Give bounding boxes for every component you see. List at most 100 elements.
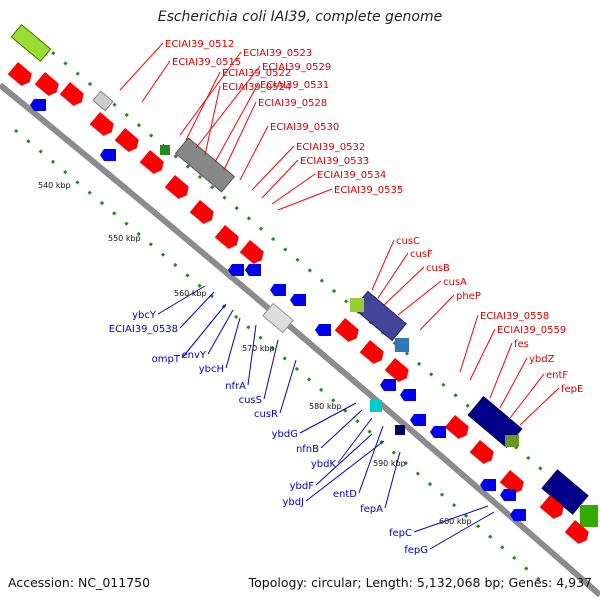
forward-gene-leader-line [141, 60, 171, 103]
reverse-gene-label: ybcH [199, 364, 224, 375]
reverse-gene-label: ompT [152, 354, 181, 365]
forward-gene-arrow [189, 200, 214, 224]
tick-label: 570 kbp [242, 344, 275, 353]
reverse-gene-arrow [245, 264, 261, 276]
forward-gene-arrow [469, 440, 494, 464]
forward-gene-label: ECIAI39_0529 [262, 62, 331, 73]
forward-gene-arrow [139, 150, 164, 174]
forward-gene-arrow [59, 82, 84, 106]
reverse-gene-label: ybdG [272, 429, 298, 440]
forward-gene-arrow [114, 128, 139, 152]
reverse-gene-leader-line [299, 402, 357, 434]
forward-gene-leader-line [119, 42, 164, 91]
reverse-gene-leader-line [429, 511, 495, 550]
reverse-gene-arrow [480, 479, 496, 491]
tick-labels: 540 kbp 550 kbp 560 kbp 570 kbp 580 kbp … [38, 181, 472, 526]
forward-gene-label: cusA [443, 277, 467, 288]
forward-gene-leader-line [195, 65, 261, 149]
forward-gene-leader-line [519, 387, 560, 426]
forward-gene-arrow [384, 358, 409, 382]
forward-gene-leader-line [223, 101, 257, 171]
reverse-gene-leader-line [358, 425, 384, 494]
reverse-gene-label: fepG [404, 545, 428, 556]
tick-label: 560 kbp [174, 289, 207, 298]
forward-gene-labels: ECIAI39_0512ECIAI39_0515ECIAI39_0523ECIA… [119, 39, 583, 426]
forward-gene-arrow [7, 62, 32, 86]
reverse-gene-leader-line [263, 339, 279, 400]
reverse-gene-leader-line [384, 451, 401, 509]
reverse-gene-arrow [30, 99, 46, 111]
reverse-gene-label: ybdK [311, 459, 337, 470]
forward-gene-label: entF [546, 370, 568, 381]
reverse-gene-label: ECIAI39_0538 [109, 324, 178, 335]
forward-gene-label: ECIAI39_0528 [258, 98, 327, 109]
reverse-gene-arrows [30, 99, 526, 521]
forward-gene-arrow [334, 318, 359, 342]
forward-gene-leader-line [383, 266, 425, 306]
forward-gene-leader-line [489, 342, 513, 399]
forward-gene-leader-line [397, 280, 442, 316]
reverse-gene-leader-line [247, 324, 257, 386]
forward-gene-label: ECIAI39_0523 [243, 48, 312, 59]
reverse-gene-arrow [270, 284, 286, 296]
forward-gene-arrow [564, 520, 589, 544]
forward-gene-label: pheP [456, 291, 481, 302]
reverse-gene-arrow [228, 264, 244, 276]
reverse-gene-arrow [290, 294, 306, 306]
tick-label: 600 kbp [439, 517, 472, 526]
forward-gene-label: ECIAI39_0534 [317, 170, 386, 181]
forward-gene-leader-line [204, 85, 221, 156]
forward-gene-leader-line [251, 145, 295, 191]
forward-gene-label: ECIAI39_0532 [296, 142, 365, 153]
reverse-gene-label: fepA [360, 504, 383, 515]
forward-gene-label: ybdZ [529, 354, 555, 365]
forward-gene-leader-line [179, 51, 242, 136]
tick-label: 550 kbp [108, 234, 141, 243]
forward-gene-leader-line [377, 252, 409, 299]
forward-gene-label: fepE [561, 384, 583, 395]
forward-gene-leader-line [499, 357, 528, 409]
reverse-gene-label: ybdF [290, 481, 315, 492]
reverse-gene-leader-line [179, 291, 215, 329]
reverse-gene-label: envY [181, 350, 206, 361]
forward-gene-leader-line [271, 173, 316, 205]
forward-gene-label: ECIAI39_0515 [172, 57, 241, 68]
forward-gene-arrow [89, 112, 114, 136]
forward-gene-leader-line [185, 71, 221, 141]
reverse-gene-leader-line [413, 505, 489, 533]
reverse-gene-label: cusS [239, 395, 262, 406]
reverse-gene-label: cusR [254, 409, 278, 420]
forward-gene-leader-line [419, 294, 455, 331]
reverse-gene-label: nfnB [296, 444, 319, 455]
reverse-gene-leader-line [315, 433, 373, 486]
reverse-gene-label: ybdJ [282, 497, 304, 508]
forward-gene-leader-line [509, 373, 545, 419]
feature-blocks [10, 23, 598, 527]
reverse-gene-arrow [510, 509, 526, 521]
reverse-gene-arrow [410, 414, 426, 426]
forward-gene-leader-line [371, 239, 395, 291]
reverse-gene-label: entD [333, 489, 357, 500]
forward-gene-leader-line [214, 83, 259, 163]
reverse-gene-leader-line [181, 303, 227, 359]
reverse-gene-leader-line [337, 417, 373, 464]
reverse-gene-leader-line [279, 359, 297, 414]
topology-label: Topology: circular; Length: 5,132,068 bp… [248, 575, 592, 590]
reverse-gene-arrow [315, 324, 331, 336]
reverse-gene-leader-line [320, 409, 363, 449]
reverse-gene-leader-line [207, 309, 234, 355]
forward-gene-arrow [239, 240, 264, 264]
forward-gene-label: cusB [426, 263, 450, 274]
forward-gene-arrow [444, 415, 469, 439]
forward-gene-arrows [7, 62, 589, 544]
reverse-gene-label: nfrA [225, 381, 246, 392]
forward-gene-leader-line [469, 328, 496, 381]
forward-gene-leader-line [459, 314, 479, 373]
forward-gene-leader-line [261, 159, 299, 199]
forward-gene-label: ECIAI39_0530 [270, 122, 339, 133]
reverse-gene-arrow [430, 426, 446, 438]
tick-label: 580 kbp [309, 402, 342, 411]
forward-gene-arrow [34, 72, 59, 96]
forward-gene-arrow [214, 225, 239, 249]
